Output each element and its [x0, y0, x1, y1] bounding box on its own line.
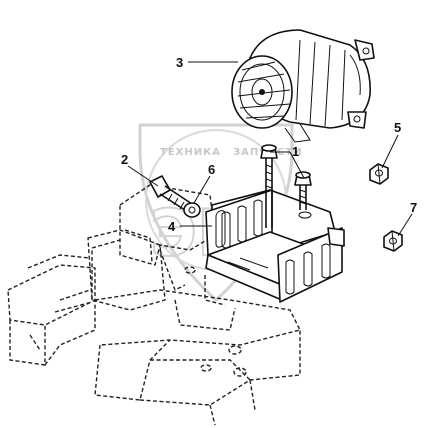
washer-item-6 [183, 202, 201, 218]
chassis-frame [7, 184, 301, 426]
mounting-bracket [205, 189, 345, 303]
bolt-item-1 [260, 144, 278, 228]
callout-2: 2 [121, 152, 128, 167]
leader-line-5 [381, 134, 399, 169]
callout-4: 4 [168, 219, 176, 234]
nut-item-7 [383, 230, 403, 252]
bolt-item-1b [294, 171, 312, 210]
leader-line-7 [397, 213, 413, 237]
leader-line-6 [193, 175, 211, 204]
nut-item-5 [369, 163, 389, 185]
callout-labels: 1 2 3 4 5 6 7 [121, 55, 417, 234]
leader-line-1b [289, 151, 305, 179]
callout-6: 6 [208, 162, 215, 177]
compressor-assembly [231, 29, 375, 143]
callout-5: 5 [394, 120, 401, 135]
leader-lines [127, 61, 413, 237]
callout-1: 1 [292, 144, 299, 159]
callout-7: 7 [410, 200, 417, 215]
leader-line-2 [127, 165, 159, 187]
callout-3: 3 [176, 55, 183, 70]
watermark-left-text: ТЕХНИКА [160, 147, 221, 158]
